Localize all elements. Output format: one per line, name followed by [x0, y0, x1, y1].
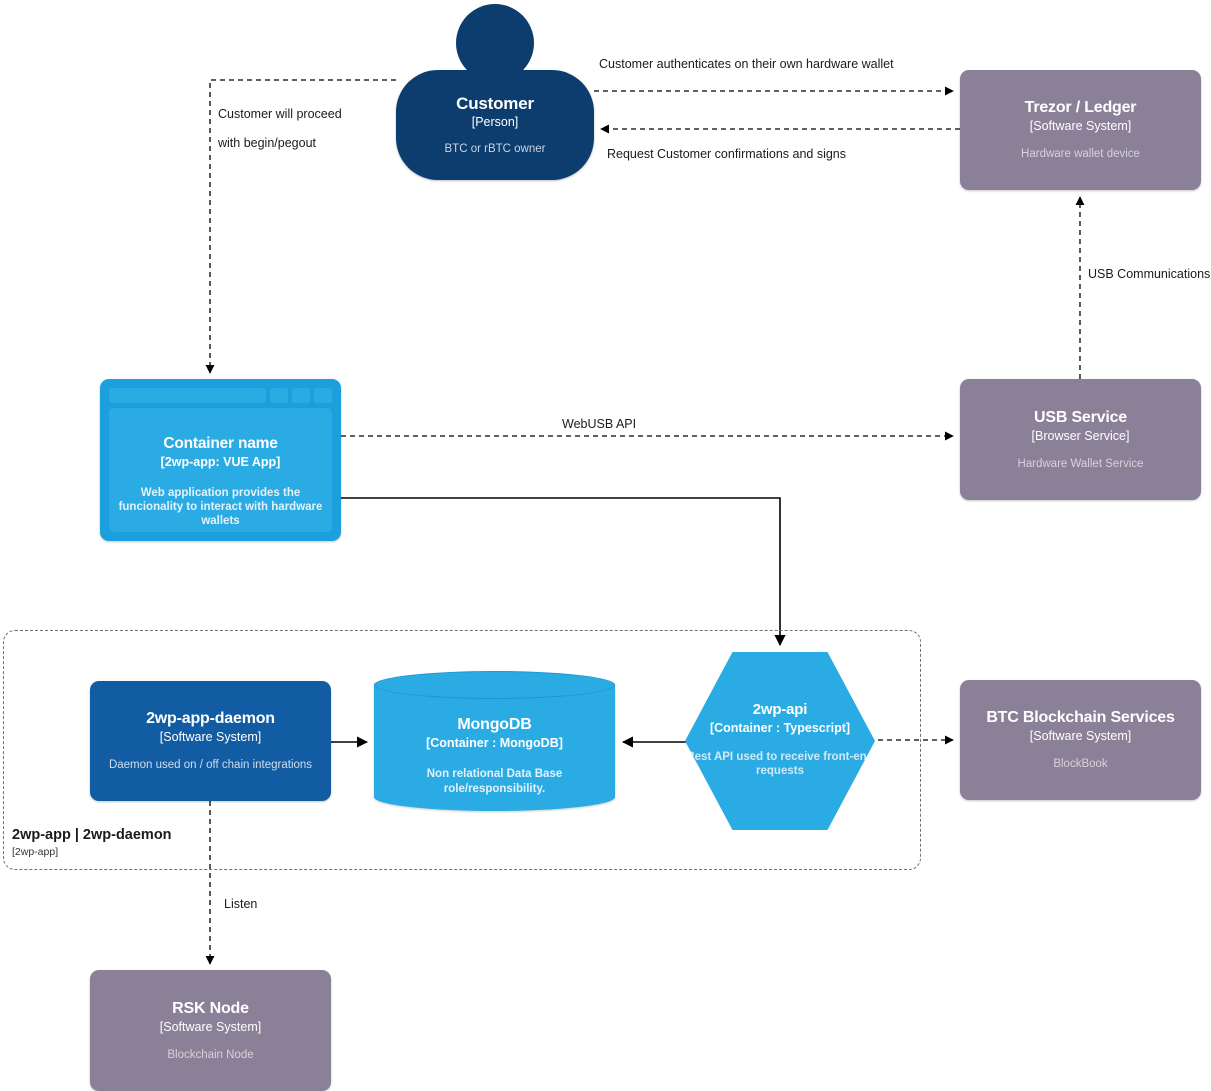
boundary-name: 2wp-app | 2wp-daemon — [12, 827, 172, 843]
node-rsk-node[interactable]: RSK Node [Software System] Blockchain No… — [90, 970, 331, 1091]
trezor-title: Trezor / Ledger — [1024, 99, 1137, 116]
boundary-label: 2wp-app | 2wp-daemon [2wp-app] — [12, 826, 172, 859]
edge-label-customer-to-webapp-line2: with begin/pegout — [218, 136, 316, 150]
customer-description: BTC or rBTC owner — [444, 142, 546, 155]
usbservice-tech: [Browser Service] — [1031, 428, 1130, 443]
trezor-description: Hardware wallet device — [1021, 148, 1140, 160]
webapp-description: Web application provides the funcionalit… — [118, 487, 323, 527]
customer-title: Customer — [456, 93, 534, 113]
daemon-title: 2wp-app-daemon — [146, 710, 275, 727]
btcblockchain-description: BlockBook — [1053, 758, 1108, 770]
daemon-tech: [Software System] — [159, 730, 262, 744]
edge-customer-to-webapp — [205, 79, 396, 374]
trezor-tech: [Software System] — [1029, 119, 1132, 133]
mongodb-title: MongoDB — [457, 716, 532, 733]
btcblockchain-title: BTC Blockchain Services — [986, 709, 1175, 726]
api-title: 2wp-api — [752, 701, 808, 718]
node-trezor-ledger[interactable]: Trezor / Ledger [Software System] Hardwa… — [960, 70, 1201, 190]
browser-viewport: Container name [2wp-app: VUE App] Web ap… — [109, 408, 332, 532]
edge-webapp-to-api — [341, 497, 786, 647]
rsknode-title: RSK Node — [172, 999, 249, 1017]
browser-button-icon — [292, 387, 310, 403]
node-btc-blockchain-services[interactable]: BTC Blockchain Services [Software System… — [960, 680, 1201, 800]
edge-label-customer-to-trezor: Customer authenticates on their own hard… — [599, 57, 894, 71]
rsknode-description: Blockchain Node — [167, 1048, 254, 1061]
edge-label-webusb-api: WebUSB API — [562, 417, 637, 431]
mongodb-description: Non relational Data Base role/responsibi… — [426, 768, 563, 795]
rsknode-tech: [Software System] — [159, 1019, 262, 1034]
cylinder-top — [374, 671, 615, 699]
node-customer[interactable]: Customer [Person] BTC or rBTC owner — [396, 70, 594, 180]
edge-label-customer-to-webapp-line1: Customer will proceed — [218, 107, 342, 121]
daemon-description: Daemon used on / off chain integrations — [108, 759, 313, 771]
usbservice-description: Hardware Wallet Service — [1017, 457, 1144, 470]
browser-button-icon — [270, 387, 288, 403]
node-2wp-app-daemon[interactable]: 2wp-app-daemon [Software System] Daemon … — [90, 681, 331, 801]
browser-chrome-bar — [109, 387, 332, 403]
cylinder-bottom — [374, 783, 615, 811]
edge-label-listen: Listen — [224, 897, 258, 911]
boundary-tech: [2wp-app] — [12, 846, 59, 858]
node-usb-service[interactable]: USB Service [Browser Service] Hardware W… — [960, 379, 1201, 500]
webapp-title: Container name — [163, 435, 278, 452]
api-description: Rest API used to receive front-end reque… — [686, 751, 874, 777]
browser-url-bar — [109, 387, 266, 403]
edge-label-trezor-to-customer: Request Customer confirmations and signs — [607, 147, 847, 161]
browser-button-icon — [314, 387, 332, 403]
customer-tech: [Person] — [471, 114, 519, 129]
btcblockchain-tech: [Software System] — [1029, 729, 1132, 743]
node-mongodb[interactable]: MongoDB [Container : MongoDB] Non relati… — [374, 671, 615, 811]
usbservice-title: USB Service — [1034, 408, 1127, 426]
api-tech: [Container : Typescript] — [709, 721, 851, 735]
webapp-tech: [2wp-app: VUE App] — [160, 455, 281, 469]
node-2wp-api[interactable]: 2wp-api [Container : Typescript] Rest AP… — [685, 652, 875, 830]
edge-label-usb-communications: USB Communications — [1088, 267, 1211, 281]
boundary-2wp-app — [3, 630, 921, 870]
node-web-app[interactable]: Container name [2wp-app: VUE App] Web ap… — [100, 379, 341, 541]
mongodb-tech: [Container : MongoDB] — [426, 736, 563, 750]
person-head-icon — [456, 4, 534, 82]
